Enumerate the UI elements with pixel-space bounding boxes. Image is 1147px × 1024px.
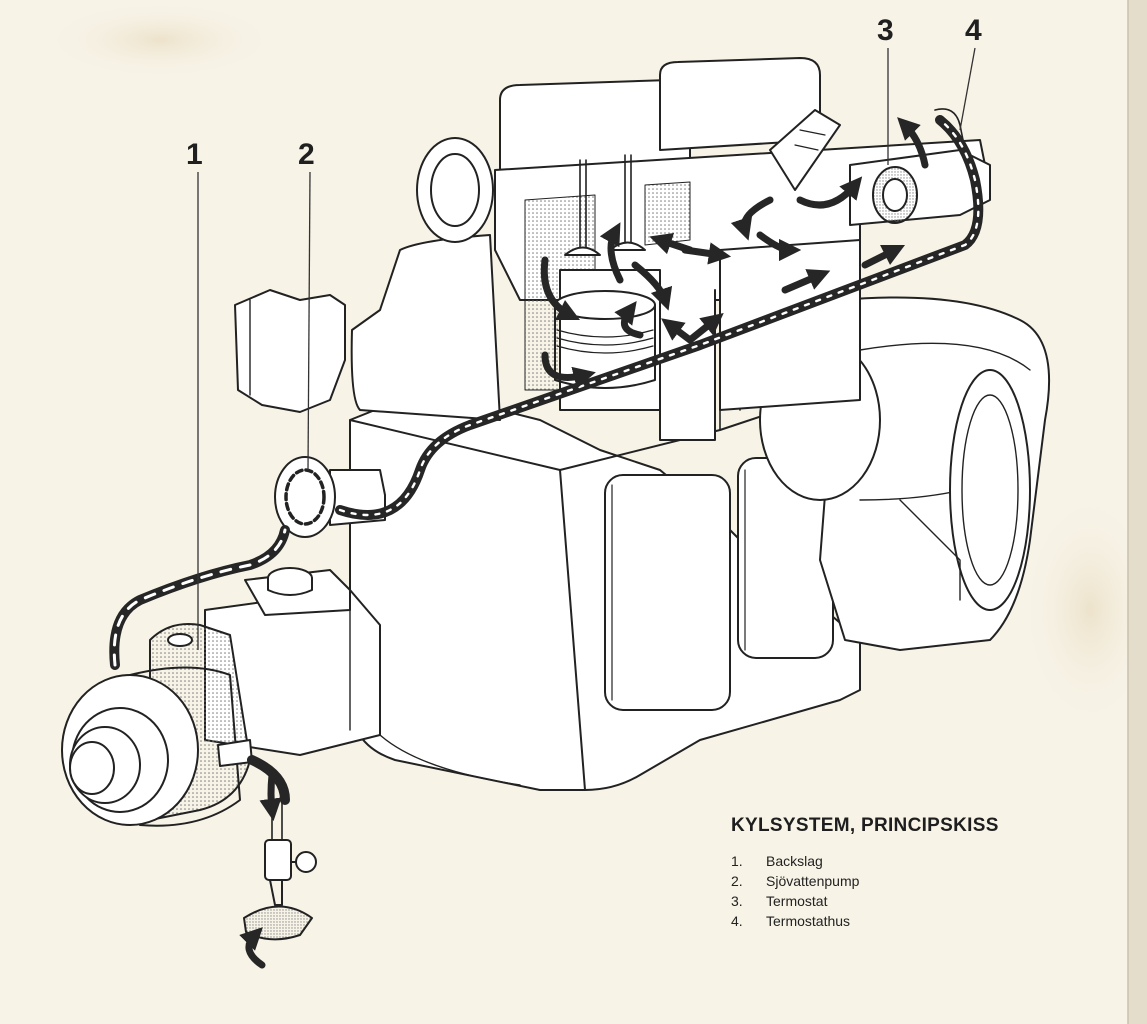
heat-exchanger — [204, 567, 381, 756]
front-cover — [61, 623, 251, 827]
callout-4: 4 — [965, 14, 982, 47]
diagram-title: KYLSYSTEM, PRINCIPSKISS — [731, 815, 999, 836]
legend-item: 1. Backslag — [731, 851, 1111, 871]
legend-number: 1. — [731, 853, 743, 869]
legend-number: 3. — [731, 893, 743, 909]
callout-leaders — [197, 47, 976, 650]
callout-1: 1 — [186, 138, 203, 171]
legend-number: 2. — [731, 873, 743, 889]
flow-arrows — [239, 117, 929, 969]
legend-item: 2. Sjövattenpump — [731, 871, 1111, 891]
engine-block — [349, 389, 861, 791]
legend-label: Termostat — [766, 893, 828, 909]
legend-label: Backslag — [766, 853, 823, 869]
thermostat-housing — [769, 108, 991, 226]
callout-2: 2 — [298, 138, 315, 171]
timing-cover — [234, 137, 501, 421]
legend-item: 4. Termostathus — [731, 911, 1111, 931]
callout-3: 3 — [877, 14, 894, 47]
legend-label: Termostathus — [766, 913, 851, 929]
coolant-hose — [109, 115, 984, 805]
legend-label: Sjövattenpump — [766, 873, 860, 889]
legend-number: 4. — [731, 913, 743, 929]
flywheel-housing — [759, 296, 1051, 651]
legend: KYLSYSTEM, PRINCIPSKISS 1. Backslag 2. S… — [731, 815, 1111, 931]
legend-item: 3. Termostat — [731, 891, 1111, 911]
